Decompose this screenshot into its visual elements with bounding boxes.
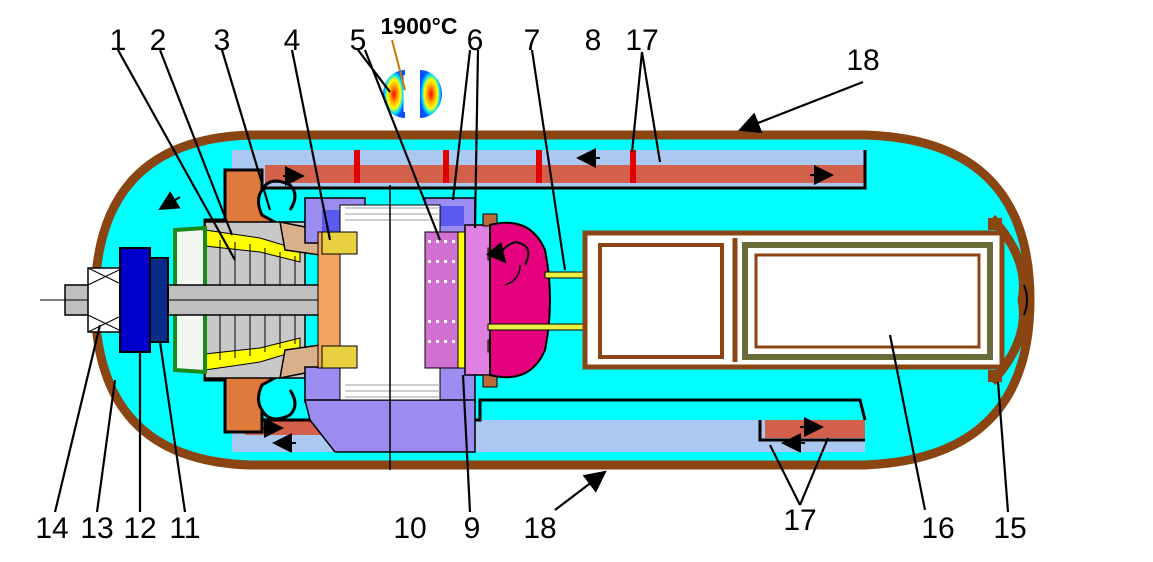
reflector-blue-inner bbox=[434, 206, 464, 226]
part-label-6: 6 bbox=[467, 24, 484, 57]
part-label-13: 13 bbox=[80, 512, 113, 545]
part-label-14: 14 bbox=[35, 512, 68, 545]
top-separator bbox=[443, 150, 449, 183]
part-label-15: 15 bbox=[993, 512, 1026, 545]
part-number-labels: 1 2 3 4 5 6 7 8 17 18 14 13 12 11 10 9 1… bbox=[35, 24, 1026, 545]
temperature-hotspot bbox=[383, 70, 442, 118]
casing-hook-bottom bbox=[260, 389, 297, 421]
magnetic-bearing bbox=[119, 247, 151, 353]
part-label-7: 7 bbox=[524, 24, 541, 57]
part-label-12: 12 bbox=[123, 512, 156, 545]
temperature-leader bbox=[391, 39, 406, 91]
part-label-10: 10 bbox=[393, 512, 426, 545]
end-cap-flange-top bbox=[988, 218, 1002, 230]
part-label-18-bottom: 18 bbox=[523, 512, 556, 545]
core-grid-lines bbox=[345, 207, 440, 398]
turbine-curve bbox=[504, 264, 521, 286]
part-label-2: 2 bbox=[150, 24, 167, 57]
turbine-disk bbox=[489, 221, 551, 379]
fuel-block-top bbox=[321, 231, 358, 255]
top-separator bbox=[536, 150, 542, 183]
part-label-16: 16 bbox=[921, 512, 954, 545]
part-label-17-bottom: 17 bbox=[783, 504, 816, 537]
bearing-housing bbox=[87, 267, 124, 333]
part-label-9: 9 bbox=[464, 512, 481, 545]
top-separator bbox=[354, 150, 360, 183]
fuel-lattice-dots bbox=[428, 240, 455, 343]
part-label-18-top: 18 bbox=[846, 44, 879, 77]
part-label-1: 1 bbox=[110, 24, 127, 57]
part-label-8: 8 bbox=[585, 24, 602, 57]
end-cap-knob bbox=[1023, 284, 1028, 316]
turbine-flow-arrow bbox=[485, 240, 530, 266]
part-label-4: 4 bbox=[284, 24, 301, 57]
bearing-plate bbox=[149, 257, 169, 343]
temperature-label: 1900°C bbox=[381, 13, 458, 39]
end-cap bbox=[988, 214, 1028, 386]
generator-module-16-inner bbox=[754, 253, 981, 349]
leader-lines bbox=[53, 49, 1010, 513]
bottom-flow-channel-right bbox=[765, 420, 865, 438]
part-label-3: 3 bbox=[214, 24, 231, 57]
top-separator bbox=[630, 150, 636, 183]
flow-arrow bbox=[158, 191, 181, 211]
part-label-17-top: 17 bbox=[625, 24, 658, 57]
part-label-11: 11 bbox=[169, 512, 200, 545]
generator-module-8 bbox=[598, 243, 724, 359]
part-label-5: 5 bbox=[350, 24, 367, 57]
casing-hook-top bbox=[260, 179, 297, 211]
end-cap-flange-bottom bbox=[988, 370, 1002, 382]
fuel-block-bottom bbox=[321, 345, 358, 369]
bearing-cross bbox=[87, 267, 124, 333]
top-channel-wall bbox=[232, 150, 867, 190]
